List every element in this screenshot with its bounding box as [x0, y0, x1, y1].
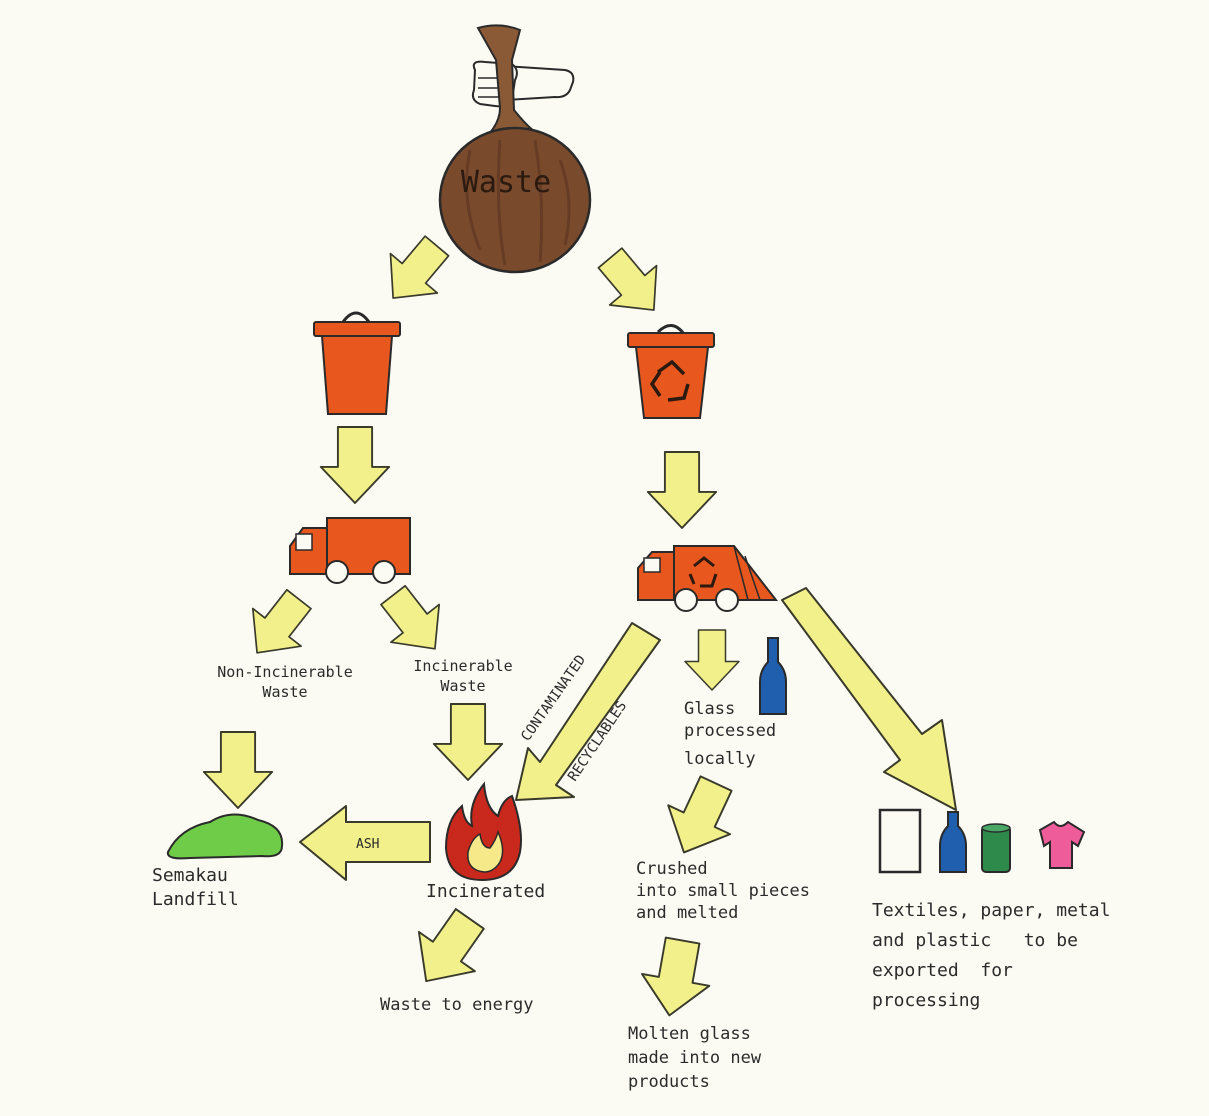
arrow-to-incinerator — [432, 703, 504, 781]
landfill-icon — [166, 813, 284, 860]
arrow-to-glass — [684, 629, 740, 691]
crushed-label: Crushed into small pieces and melted — [636, 858, 836, 924]
incinerated-label: Incinerated — [426, 881, 546, 902]
incinerable-line-2: Waste — [440, 677, 486, 695]
crushed-line-2: into small pieces — [636, 881, 810, 901]
arrow-contaminated-recyclables — [515, 622, 661, 801]
bag-label: Waste — [461, 165, 551, 200]
molten-label: Molten glass made into new products — [628, 1022, 848, 1094]
fire-icon — [444, 781, 522, 882]
arrow-to-energy — [397, 898, 499, 1002]
arrow-truck-to-incinerable — [368, 575, 460, 669]
arrow-truck-to-non-incinerable — [232, 579, 324, 673]
glass-line-1: Glass — [684, 699, 736, 719]
exported-line-3: exported for — [872, 960, 1013, 981]
incinerable-line-1: Incinerable — [413, 657, 513, 675]
trash-bin-icon — [313, 311, 401, 415]
glass-line-3: locally — [684, 749, 756, 769]
arrow-to-molten — [634, 933, 718, 1023]
recycle-bin-icon — [627, 324, 715, 419]
arrow-bag-to-bin — [368, 225, 462, 319]
glass-label: Glass processed locally — [684, 698, 814, 770]
arrow-bin-to-truck — [319, 426, 391, 504]
crushed-line-3: and melted — [636, 903, 739, 923]
non-incinerable-line-2: Waste — [262, 683, 308, 701]
non-incinerable-line-1: Non-Incinerable — [217, 663, 353, 681]
crushed-line-1: Crushed — [636, 859, 708, 879]
hand-icon — [471, 60, 575, 108]
plastic-bottle-icon — [939, 811, 967, 873]
molten-line-2: made into new — [628, 1048, 762, 1068]
molten-line-1: Molten glass — [628, 1024, 751, 1044]
exported-line-2: and plastic to be — [872, 930, 1078, 951]
metal-can-icon — [981, 823, 1011, 873]
exported-line-1: Textiles, paper, metal — [872, 900, 1111, 921]
glass-line-2: processed — [684, 721, 777, 741]
garbage-truck-icon — [289, 517, 411, 584]
exported-label: Textiles, paper, metal and plastic to be… — [872, 896, 1172, 1016]
glass-bottle-icon — [759, 637, 787, 715]
arrow-to-landfill — [202, 731, 274, 809]
arrow-recycle-bin-to-truck — [646, 451, 718, 529]
ash-label: ASH — [356, 837, 379, 852]
landfill-label: Semakau Landfill — [152, 864, 292, 912]
exported-line-4: processing — [872, 990, 981, 1011]
arrow-bag-to-recycle-bin — [585, 237, 679, 331]
molten-line-3: products — [628, 1072, 710, 1092]
recycling-truck-icon — [637, 545, 779, 612]
non-incinerable-label: Non-Incinerable Waste — [190, 662, 380, 702]
shirt-icon — [1038, 820, 1086, 869]
recycle-symbol-icon — [649, 359, 690, 402]
energy-label: Waste to energy — [380, 995, 534, 1015]
waste-bag-icon: Waste — [438, 24, 592, 274]
arrow-to-exports — [781, 587, 957, 811]
landfill-line-1: Semakau — [152, 865, 228, 886]
ash-arrow — [299, 805, 431, 881]
landfill-line-2: Landfill — [152, 889, 239, 910]
arrow-glass-to-crushed — [651, 768, 749, 868]
paper-icon — [878, 808, 922, 874]
incinerable-label: Incinerable Waste — [398, 656, 528, 696]
